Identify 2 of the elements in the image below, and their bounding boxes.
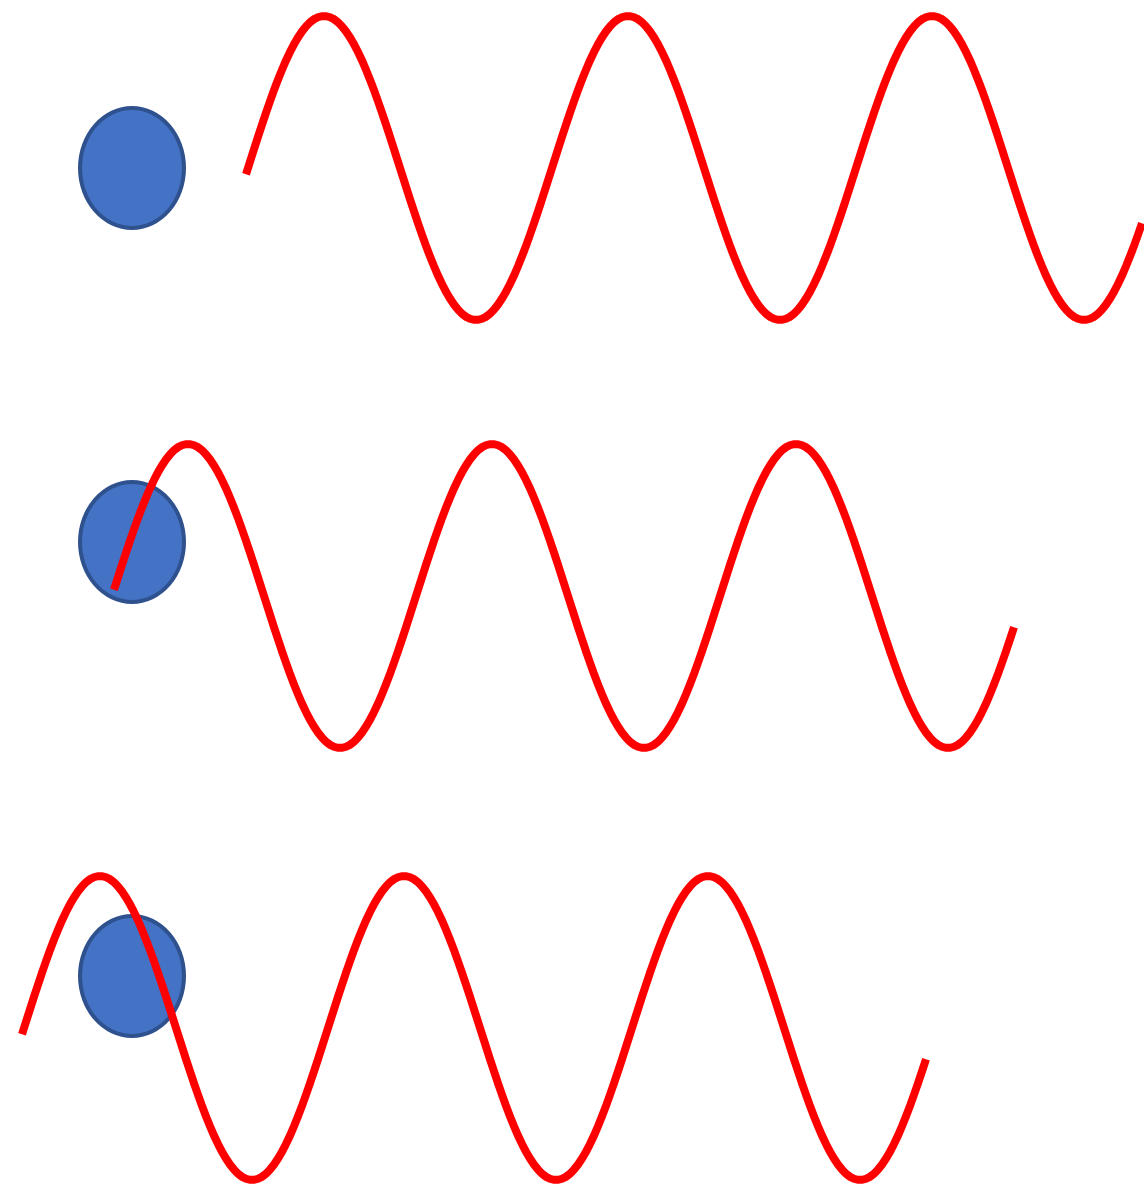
circle <box>78 480 186 604</box>
circle <box>78 914 186 1038</box>
